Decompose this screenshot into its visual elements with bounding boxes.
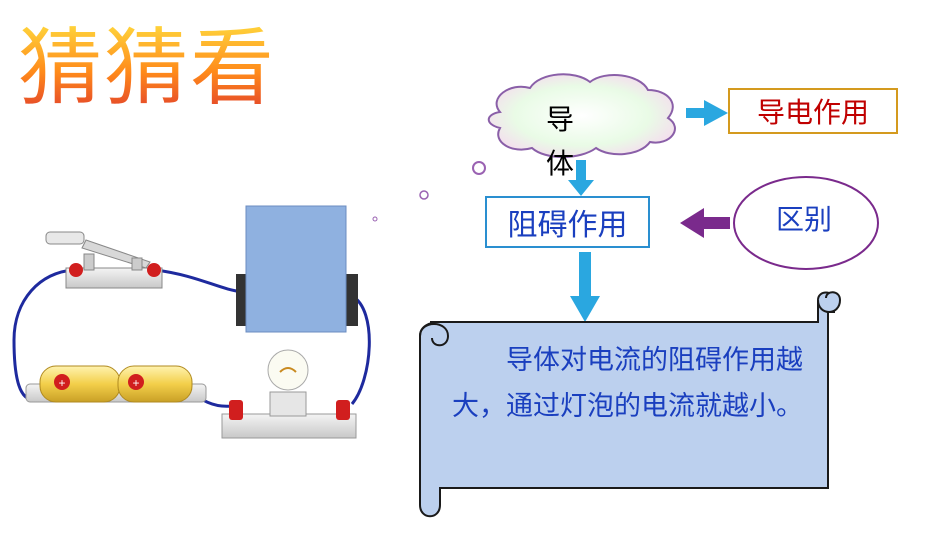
difference-ellipse	[733, 176, 879, 270]
arrow-down-icon	[570, 252, 600, 322]
lamp-bulb	[221, 349, 357, 439]
arrow-right-icon	[686, 100, 728, 126]
batteries: + +	[25, 365, 207, 403]
difference-label: 区别	[776, 203, 833, 236]
svg-text:+: +	[132, 376, 139, 390]
thought-bubble	[472, 161, 486, 175]
resistance-box: 阻碍作用	[485, 196, 650, 248]
page-title: 猜猜看	[18, 19, 277, 117]
thought-bubble	[419, 190, 429, 200]
cloud-shape	[487, 73, 676, 158]
arrow-down-icon	[568, 160, 594, 196]
test-conductor-box	[236, 205, 358, 333]
explanation-text: 导体对电流的阻碍作用越大，通过灯泡的电流就越小。	[452, 345, 803, 422]
conductor-label: 导体	[545, 103, 574, 180]
switch	[45, 231, 163, 289]
thought-bubble	[372, 216, 378, 222]
scroll-banner	[419, 291, 842, 518]
arrow-left-icon	[680, 208, 730, 238]
conduction-box: 导电作用	[728, 88, 898, 134]
svg-text:+: +	[58, 376, 65, 390]
